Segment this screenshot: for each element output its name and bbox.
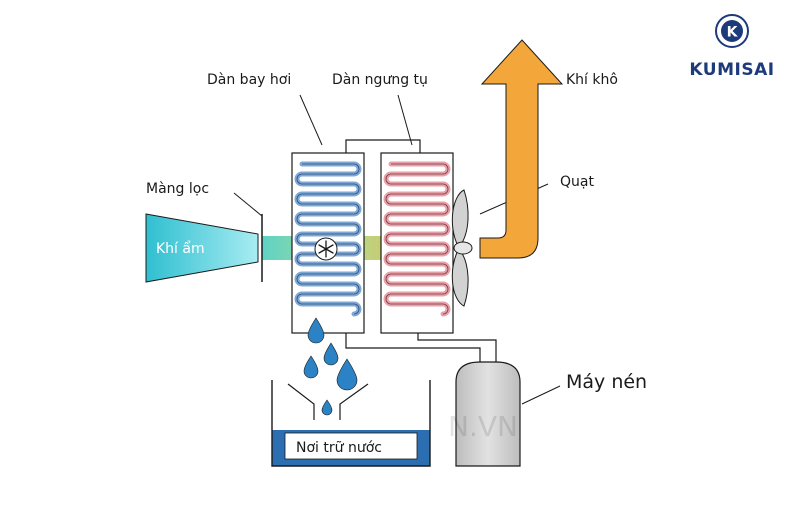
humid-air-inlet bbox=[145, 213, 259, 283]
fan-label: Quạt bbox=[560, 174, 594, 190]
compressor bbox=[455, 361, 521, 467]
brand-name: KUMISAI bbox=[689, 60, 774, 80]
fan-icon bbox=[451, 189, 473, 307]
evaporator-label: Dàn bay hơi bbox=[207, 72, 291, 88]
water-tank-label-box bbox=[284, 432, 418, 460]
condenser-leader bbox=[397, 94, 413, 146]
condenser-coil-outline bbox=[385, 163, 449, 315]
tank-funnel-left bbox=[287, 383, 315, 420]
water-drop bbox=[323, 342, 339, 366]
water-tank-label: Nơi trữ nước bbox=[296, 440, 382, 456]
water-drop bbox=[336, 358, 358, 391]
dry-air-arrow bbox=[479, 39, 564, 259]
filter-label: Màng lọc bbox=[146, 181, 209, 197]
filter-leader bbox=[233, 192, 263, 217]
water-tank bbox=[271, 380, 431, 467]
brand-logo-letter: K bbox=[727, 25, 739, 41]
compressor-pipe-1 bbox=[345, 333, 481, 364]
compressor-leader bbox=[521, 385, 561, 405]
compressor-label: Máy nén bbox=[566, 371, 647, 393]
watermark: N.VN bbox=[448, 410, 518, 443]
dry-air-label: Khí khô bbox=[566, 72, 618, 88]
humid-air-label: Khí ẩm bbox=[156, 240, 205, 257]
tank-funnel-right bbox=[339, 383, 369, 420]
snowflake-icon bbox=[318, 240, 334, 258]
condenser-label: Dàn ngưng tụ bbox=[332, 72, 428, 88]
water-drop bbox=[307, 317, 325, 344]
water-drops bbox=[303, 317, 358, 416]
evaporator-coil-outline bbox=[296, 163, 360, 315]
water-drop bbox=[303, 355, 319, 379]
water-drop bbox=[321, 399, 333, 416]
refrigerant-pipe-top bbox=[345, 139, 421, 153]
evaporator-leader bbox=[299, 94, 323, 146]
compressor-pipe-2 bbox=[417, 333, 497, 364]
brand-logo: K KUMISAI bbox=[689, 14, 774, 80]
